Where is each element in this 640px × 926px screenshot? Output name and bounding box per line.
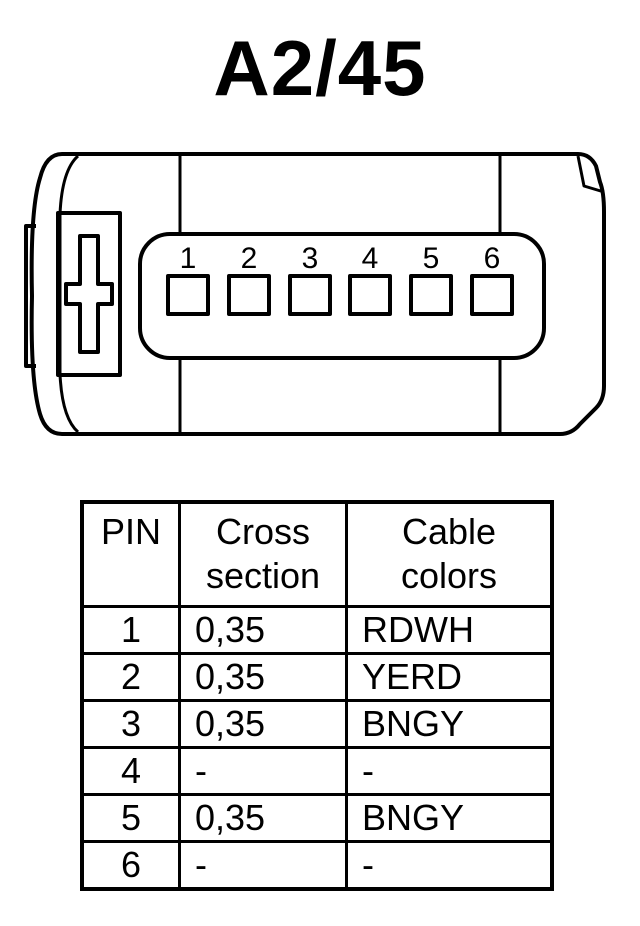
cell-cable-color: -	[345, 839, 554, 890]
cell-pin: 1	[80, 604, 181, 655]
connector-left-tab	[24, 224, 36, 368]
pin-terminal-2	[227, 274, 271, 316]
table-row: 2 0,35 YERD	[80, 651, 554, 702]
connector-title: A2/45	[213, 24, 427, 112]
housing-right-notch	[576, 155, 605, 194]
table-row: 3 0,35 BNGY	[80, 698, 554, 749]
pin-cavity	[138, 232, 546, 360]
cell-cross-section: 0,35	[178, 792, 348, 843]
housing-inner-curve	[58, 154, 80, 434]
pin-terminal-4	[348, 274, 392, 316]
header-pin: PIN	[80, 500, 181, 608]
connector-housing-outline	[29, 152, 606, 436]
cell-cable-color: BNGY	[345, 698, 554, 749]
cell-pin: 4	[80, 745, 181, 796]
pin-terminal-1	[166, 274, 210, 316]
pin-label-2: 2	[241, 242, 258, 275]
table-row: 5 0,35 BNGY	[80, 792, 554, 843]
cell-cable-color: BNGY	[345, 792, 554, 843]
locking-latch-cross	[64, 234, 114, 354]
cell-cross-section: -	[178, 839, 348, 890]
cell-cross-section: 0,35	[178, 604, 348, 655]
cell-cable-color: YERD	[345, 651, 554, 702]
cell-cable-color: -	[345, 745, 554, 796]
pin-label-5: 5	[423, 242, 440, 275]
connector-drawing: 1 2 3 4 5 6	[24, 152, 606, 436]
cell-pin: 3	[80, 698, 181, 749]
cell-pin: 5	[80, 792, 181, 843]
cell-cross-section: -	[178, 745, 348, 796]
pin-label-6: 6	[484, 242, 501, 275]
table-row: 6 - -	[80, 839, 554, 890]
pin-terminal-5	[409, 274, 453, 316]
table-row: 4 - -	[80, 745, 554, 796]
table-row: 1 0,35 RDWH	[80, 604, 554, 655]
locking-latch	[56, 211, 122, 377]
cell-cross-section: 0,35	[178, 651, 348, 702]
pin-terminal-6	[470, 274, 514, 316]
pin-label-1: 1	[180, 242, 197, 275]
cell-cross-section: 0,35	[178, 698, 348, 749]
cell-cable-color: RDWH	[345, 604, 554, 655]
pin-label-3: 3	[302, 242, 319, 275]
pin-label-4: 4	[362, 242, 379, 275]
cell-pin: 2	[80, 651, 181, 702]
pin-terminal-3	[288, 274, 332, 316]
cell-pin: 6	[80, 839, 181, 890]
